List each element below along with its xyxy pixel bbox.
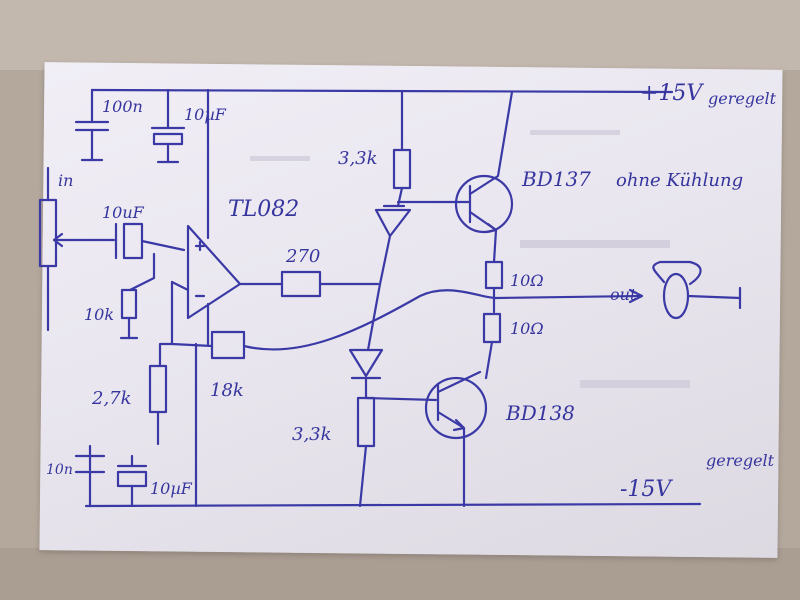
resistor-10r-top (484, 260, 504, 314)
diode-icon (348, 204, 412, 400)
resistor-3k3-top (392, 90, 412, 208)
label-10n: 10n (46, 462, 73, 478)
opamp-icon (170, 88, 284, 346)
feedback-network (148, 280, 498, 508)
label-10k: 10k (84, 305, 114, 324)
label-270: 270 (285, 246, 320, 267)
bleed-through-text (250, 130, 690, 388)
label-bd138: BD138 (505, 401, 575, 425)
capacitor-10uf-input (106, 222, 186, 260)
capacitor-100n (74, 88, 110, 162)
label-10uf-input: 10uF (102, 203, 145, 222)
supply-negative-label: -15V (620, 477, 673, 502)
supply-positive-note: geregelt (708, 89, 777, 108)
transistor-icon (364, 370, 488, 508)
speaker-icon (652, 260, 742, 320)
output-line (494, 294, 642, 300)
potentiometer-icon (38, 166, 110, 332)
capacitor-10uf-bottom (88, 444, 148, 508)
negative-rail (84, 502, 702, 508)
label-10r-top: 10Ω (510, 271, 544, 290)
label-opamp: TL082 (228, 197, 299, 222)
capacitor-10uf-top (150, 88, 186, 164)
label-3k3-bottom: 3,3k (292, 424, 332, 445)
positive-rail (90, 88, 674, 94)
label-10r-bottom: 10Ω (510, 319, 544, 338)
resistor-10k (119, 252, 156, 340)
resistor-3k3-bottom (356, 396, 376, 508)
supply-positive-label: +15V (640, 81, 704, 106)
resistor-270 (280, 270, 380, 298)
label-100n: 100n (102, 97, 143, 116)
capacitor-10n (74, 454, 106, 508)
transistor-icon (396, 90, 514, 264)
label-10uf-top: 10µF (184, 105, 227, 124)
label-bd137-note: ohne Kühlung (616, 170, 743, 191)
resistor-10r-bottom (482, 312, 502, 380)
label-10uf-bottom: 10µF (150, 479, 193, 498)
label-input: in (58, 171, 73, 190)
label-18k: 18k (210, 380, 244, 401)
supply-negative-note: geregelt (706, 451, 775, 470)
label-bd137: BD137 (521, 167, 591, 191)
label-output: out (610, 285, 637, 304)
label-2k7: 2,7k (91, 388, 132, 409)
label-3k3-top: 3,3k (338, 148, 378, 169)
